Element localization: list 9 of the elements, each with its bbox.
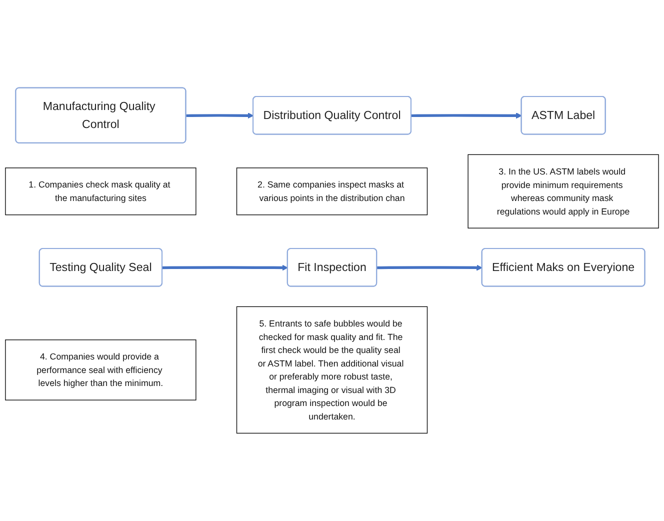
arrow [162, 264, 288, 271]
node-box: 3. In the US. ASTM labels would provide minimum requirements whereas community mask regulations would apply in Europe [468, 154, 659, 228]
arrow [186, 112, 254, 119]
arrow [411, 112, 522, 119]
arrow [376, 264, 482, 271]
node-box: 5. Entrants to safe bubbles would be checked for mask quality and fit. The first check would be the quality seal or ASTM label. Then additional visual or preferably more robust taste, thermal imaging or visual with 3D program inspection would be undertaken. [236, 306, 428, 434]
node-box: 4. Companies would provide a performance seal with efficiency levels higher than the minimum. [5, 340, 196, 400]
node-box: 1. Companies check mask quality at the manufacturing sites [5, 168, 196, 216]
node-box: 2. Same companies inspect masks at various points in the distribution chan [236, 168, 428, 216]
